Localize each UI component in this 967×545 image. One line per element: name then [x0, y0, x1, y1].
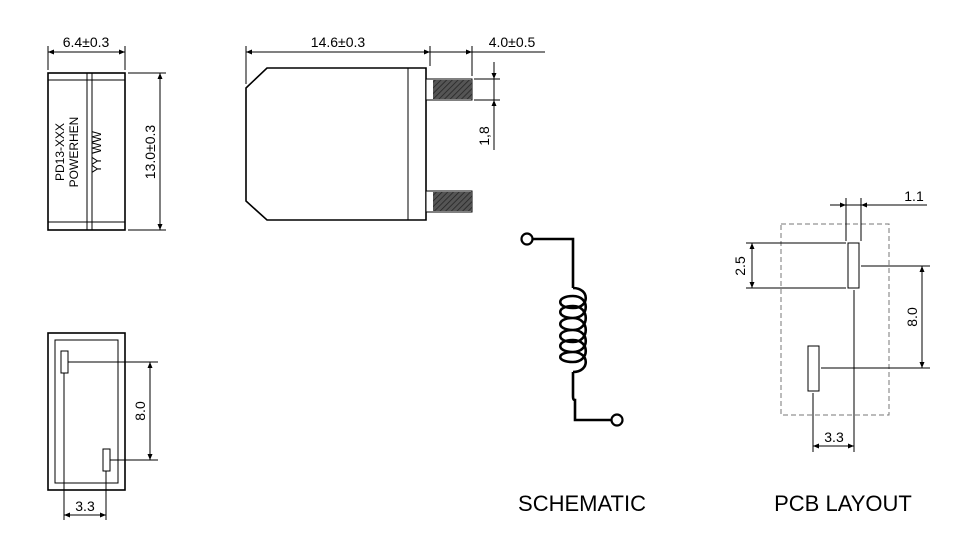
side-view: 14.6±0.3 4.0±0.5 1,8 [245, 34, 545, 221]
pcb-pad-2 [807, 345, 820, 392]
lead-width-dim: 1,8 [476, 126, 492, 146]
bottom-pad-2 [102, 448, 111, 472]
pcb-pad-length-dim: 2.5 [732, 256, 748, 276]
pcb-outline [780, 223, 890, 416]
bottom-pitch-dim: 8.0 [132, 401, 148, 421]
schematic-symbol [520, 232, 624, 427]
pcb-pad-1 [847, 242, 860, 289]
front-height-dim: 13.0±0.3 [142, 125, 158, 180]
pcb-layout-title: PCB LAYOUT [774, 491, 912, 516]
marking-line-2: POWERHEN [67, 117, 81, 188]
terminal-1 [520, 232, 534, 246]
lead-length-dim: 4.0±0.5 [489, 34, 536, 50]
bottom-view: 8.0 3.3 [47, 332, 158, 520]
pcb-pad-width-dim: 1.1 [904, 188, 924, 204]
bottom-body [47, 332, 126, 491]
pcb-pitch-dim: 8.0 [904, 307, 920, 327]
marking-line-1: PD13-XXX [53, 123, 67, 181]
terminal-2 [610, 413, 624, 427]
marking-line-3: YY WW [90, 130, 104, 172]
schematic-title: SCHEMATIC [518, 491, 646, 516]
coil-icon [558, 286, 588, 374]
side-body [245, 67, 427, 221]
pcb-layout: 1.1 2.5 8.0 3.3 [732, 188, 930, 452]
front-width-dim: 6.4±0.3 [63, 34, 110, 50]
pcb-offset-dim: 3.3 [824, 429, 844, 445]
side-length-dim: 14.6±0.3 [311, 34, 366, 50]
front-view: PD13-XXX POWERHEN YY WW 6.4±0.3 13.0±0.3 [47, 34, 166, 231]
bottom-offset-dim: 3.3 [75, 498, 95, 514]
bottom-pad-1 [60, 350, 69, 374]
